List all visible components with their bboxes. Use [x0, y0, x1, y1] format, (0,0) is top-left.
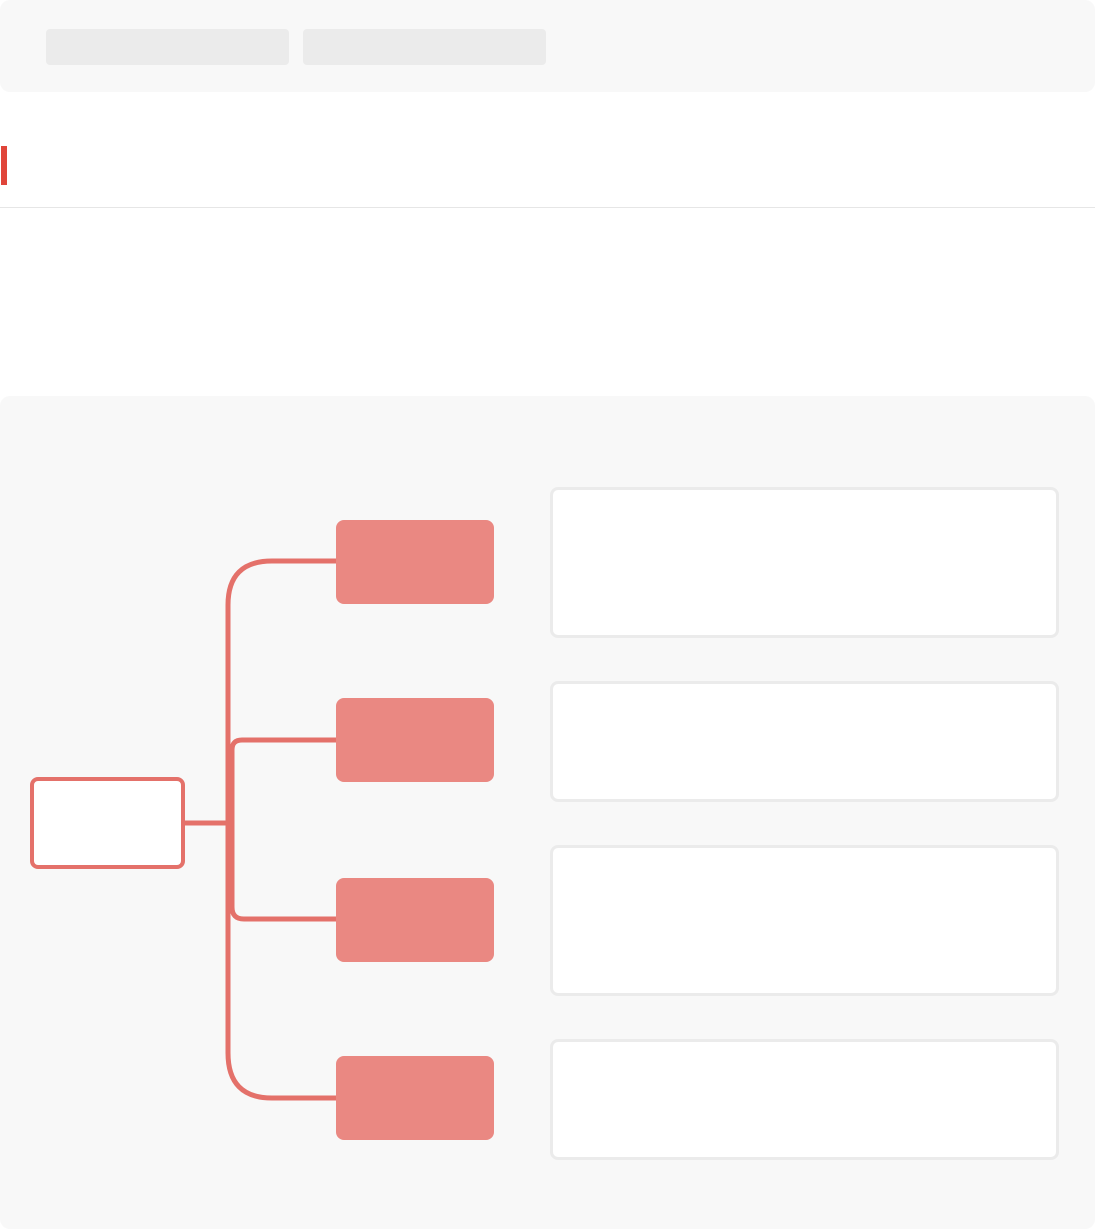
branch-node-1[interactable] — [336, 520, 494, 604]
connector-branch-1 — [225, 558, 341, 826]
detail-box-3 — [550, 845, 1059, 996]
root-node[interactable] — [30, 777, 185, 869]
connector-branch-4 — [225, 820, 341, 1101]
connector-branch-3 — [229, 820, 341, 922]
top-bar — [0, 0, 1095, 92]
tab-2[interactable] — [303, 29, 546, 65]
header-divider — [0, 207, 1095, 208]
detail-box-2 — [550, 681, 1059, 802]
branch-node-2[interactable] — [336, 698, 494, 782]
title-accent-bar — [1, 146, 7, 185]
detail-box-1 — [550, 487, 1059, 638]
branch-node-3[interactable] — [336, 878, 494, 962]
detail-box-4 — [550, 1039, 1059, 1160]
branch-node-4[interactable] — [336, 1056, 494, 1140]
tab-1[interactable] — [46, 29, 289, 65]
connector-branch-2 — [229, 737, 341, 826]
